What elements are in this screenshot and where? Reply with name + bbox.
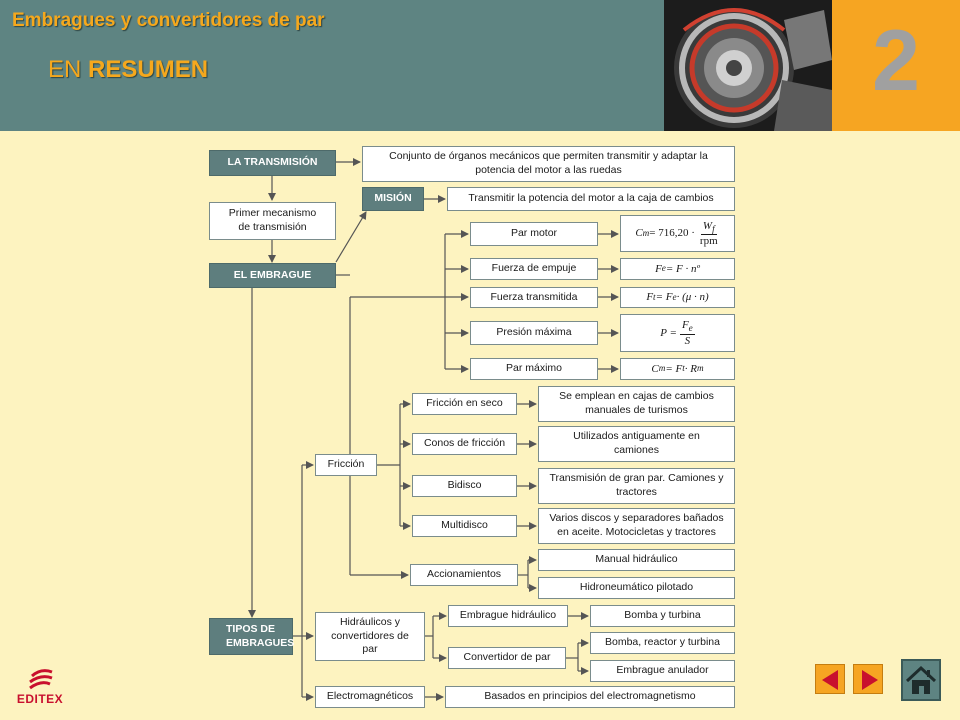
node-accionamientos: Accionamientos bbox=[410, 564, 518, 586]
formula-ft-sub: t bbox=[653, 291, 656, 302]
node-primer-mecanismo: Primer mecanismo de transmisión bbox=[209, 202, 336, 240]
editex-logo: EDITEX bbox=[10, 668, 70, 712]
section-prefix: EN bbox=[48, 56, 89, 83]
editex-logo-text: EDITEX bbox=[16, 692, 64, 706]
formula-pmax-sub: m bbox=[658, 363, 666, 374]
formula-par-motor-den: rpm bbox=[699, 235, 718, 248]
node-embrague-anulador: Embrague anulador bbox=[590, 660, 735, 682]
node-bidisco: Bidisco bbox=[412, 475, 517, 497]
node-multidisco-def: Varios discos y separadores bañados en a… bbox=[538, 508, 735, 544]
formula-fe-text: F bbox=[655, 262, 662, 275]
node-mision-def: Transmitir la potencia del motor a la ca… bbox=[447, 187, 735, 211]
node-convertidor: Convertidor de par bbox=[448, 647, 566, 669]
formula-pmax-sub3: m bbox=[697, 363, 704, 374]
node-par-maximo: Par máximo bbox=[470, 358, 598, 380]
node-bomba-reactor: Bomba, reactor y turbina bbox=[590, 632, 735, 654]
formula-pm-lhs: P = bbox=[660, 326, 677, 339]
node-transmision: LA TRANSMISIÓN bbox=[209, 150, 336, 176]
formula-ft-rest: · (μ · n) bbox=[676, 291, 709, 304]
node-presion-maxima: Presión máxima bbox=[470, 321, 598, 345]
home-button[interactable] bbox=[901, 659, 941, 701]
section-title: EN RESUMEN bbox=[48, 56, 208, 84]
formula-par-motor-num: W bbox=[702, 219, 713, 232]
node-hidroneumatico: Hidroneumático pilotado bbox=[538, 577, 735, 599]
formula-pm-num-sub: e bbox=[688, 323, 693, 334]
torque-converter-photo bbox=[664, 0, 832, 131]
node-friccion-seco-def: Se emplean en cajas de cambios manuales … bbox=[538, 386, 735, 422]
node-hidraulicos: Hidráulicos y convertidores de par bbox=[315, 612, 425, 661]
formula-par-motor-mid: = 716,20 · bbox=[649, 227, 695, 240]
node-embrague-hidraulico: Embrague hidráulico bbox=[448, 605, 568, 627]
node-electromagneticos-def: Basados en principios del electromagneti… bbox=[445, 686, 735, 708]
triangle-right-icon bbox=[862, 670, 878, 690]
node-fuerza-transmitida: Fuerza transmitida bbox=[470, 287, 598, 308]
formula-fe-rest: = F · nº bbox=[665, 262, 700, 275]
node-friccion: Fricción bbox=[315, 454, 377, 476]
node-friccion-seco: Fricción en seco bbox=[412, 393, 517, 415]
node-multidisco: Multidisco bbox=[412, 515, 517, 537]
node-embrague: EL EMBRAGUE bbox=[209, 263, 336, 288]
formula-par-motor-fraction: Wf rpm bbox=[698, 220, 720, 247]
formula-pm-num: F bbox=[681, 319, 689, 332]
formula-ft-sub2: e bbox=[672, 291, 677, 302]
formula-presion-maxima: P = Fe S bbox=[620, 314, 735, 352]
next-button[interactable] bbox=[853, 664, 883, 694]
formula-pmax-sub2: t bbox=[682, 363, 685, 374]
node-conos-def: Utilizados antiguamente en camiones bbox=[538, 426, 735, 462]
chapter-number: 2 bbox=[872, 13, 920, 109]
node-bomba-turbina: Bomba y turbina bbox=[590, 605, 735, 627]
prev-button[interactable] bbox=[815, 664, 845, 694]
node-bidisco-def: Transmisión de gran par. Camiones y trac… bbox=[538, 468, 735, 504]
formula-par-motor-lhs-sub: m bbox=[642, 227, 650, 238]
node-mision: MISIÓN bbox=[362, 187, 424, 211]
header-banner: Embragues y convertidores de par EN RESU… bbox=[0, 0, 960, 131]
node-manual-hidraulico: Manual hidráulico bbox=[538, 549, 735, 571]
formula-pmax-mid: = F bbox=[665, 362, 683, 375]
node-tipos-embragues: TIPOS DE EMBRAGUES bbox=[209, 618, 294, 655]
formula-par-motor-lhs: C bbox=[635, 227, 643, 240]
node-transmision-def: Conjunto de órganos mecánicos que permit… bbox=[362, 146, 735, 182]
chapter-number-box: 2 bbox=[832, 0, 960, 131]
home-icon bbox=[905, 665, 937, 694]
formula-pmax-text: C bbox=[651, 362, 659, 375]
formula-pmax-mid2: · R bbox=[684, 362, 698, 375]
formula-ft-text: F bbox=[646, 291, 654, 304]
chapter-title: Embragues y convertidores de par bbox=[12, 10, 325, 31]
node-fuerza-empuje: Fuerza de empuje bbox=[470, 258, 598, 280]
formula-pm-fraction: Fe S bbox=[679, 319, 695, 347]
formula-fe-sub: e bbox=[661, 263, 666, 274]
editex-logo-mark-icon bbox=[29, 669, 53, 690]
node-conos: Conos de fricción bbox=[412, 433, 517, 455]
formula-ft-mid: = F bbox=[655, 291, 673, 304]
node-par-motor: Par motor bbox=[470, 222, 598, 246]
node-electromagneticos: Electromagnéticos bbox=[315, 686, 425, 708]
formula-par-motor-num-sub: f bbox=[712, 224, 715, 234]
formula-pm-den: S bbox=[684, 334, 691, 347]
triangle-left-icon bbox=[822, 670, 838, 690]
section-bold: RESUMEN bbox=[88, 56, 209, 83]
